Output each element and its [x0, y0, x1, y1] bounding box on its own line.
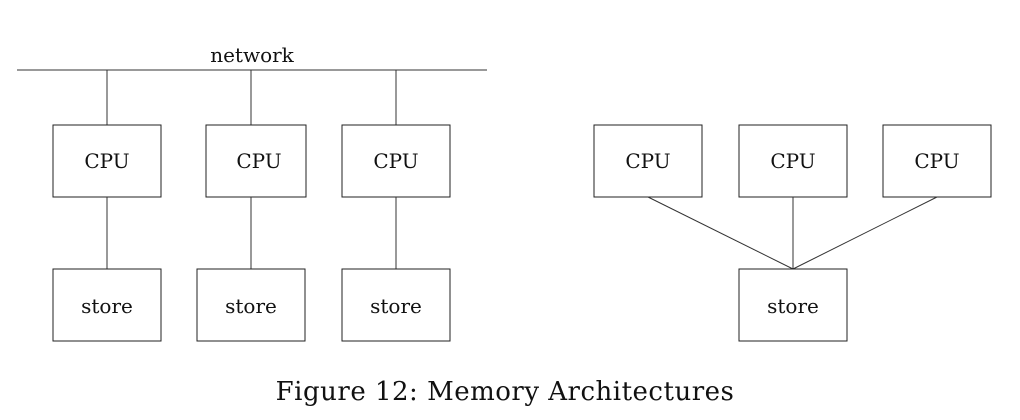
store-1-label: store [81, 294, 133, 318]
shared-cpu-2-label: CPU [770, 149, 815, 173]
distributed-memory-architecture: network CPU store CPU store CPU store [17, 43, 487, 342]
shared-store-box [738, 268, 848, 342]
shared-store-label: store [767, 294, 819, 318]
cpu-3-label: CPU [373, 149, 418, 173]
store-3-label: store [370, 294, 422, 318]
shared-cpu-1-box [593, 124, 703, 198]
shared-memory-architecture: CPU CPU CPU store [593, 124, 992, 342]
cpu-1-label: CPU [84, 149, 129, 173]
cpu-2-box [205, 124, 307, 198]
network-label: network [210, 43, 294, 67]
cpu-1-box [52, 124, 162, 198]
shared-cpu-3-box [882, 124, 992, 198]
shared-cpu-3-to-store-line [792, 196, 938, 270]
shared-cpu-3-label: CPU [914, 149, 959, 173]
store-2-box [196, 268, 306, 342]
shared-cpu-1-to-store-line [647, 196, 794, 270]
cpu-3-box [341, 124, 451, 198]
shared-cpu-2-box [738, 124, 848, 198]
store-2-label: store [225, 294, 277, 318]
figure-caption: Figure 12: Memory Architectures [276, 377, 735, 407]
store-1-box [52, 268, 162, 342]
shared-cpu-1-label: CPU [625, 149, 670, 173]
store-3-box [341, 268, 451, 342]
cpu-2-label: CPU [236, 149, 281, 173]
